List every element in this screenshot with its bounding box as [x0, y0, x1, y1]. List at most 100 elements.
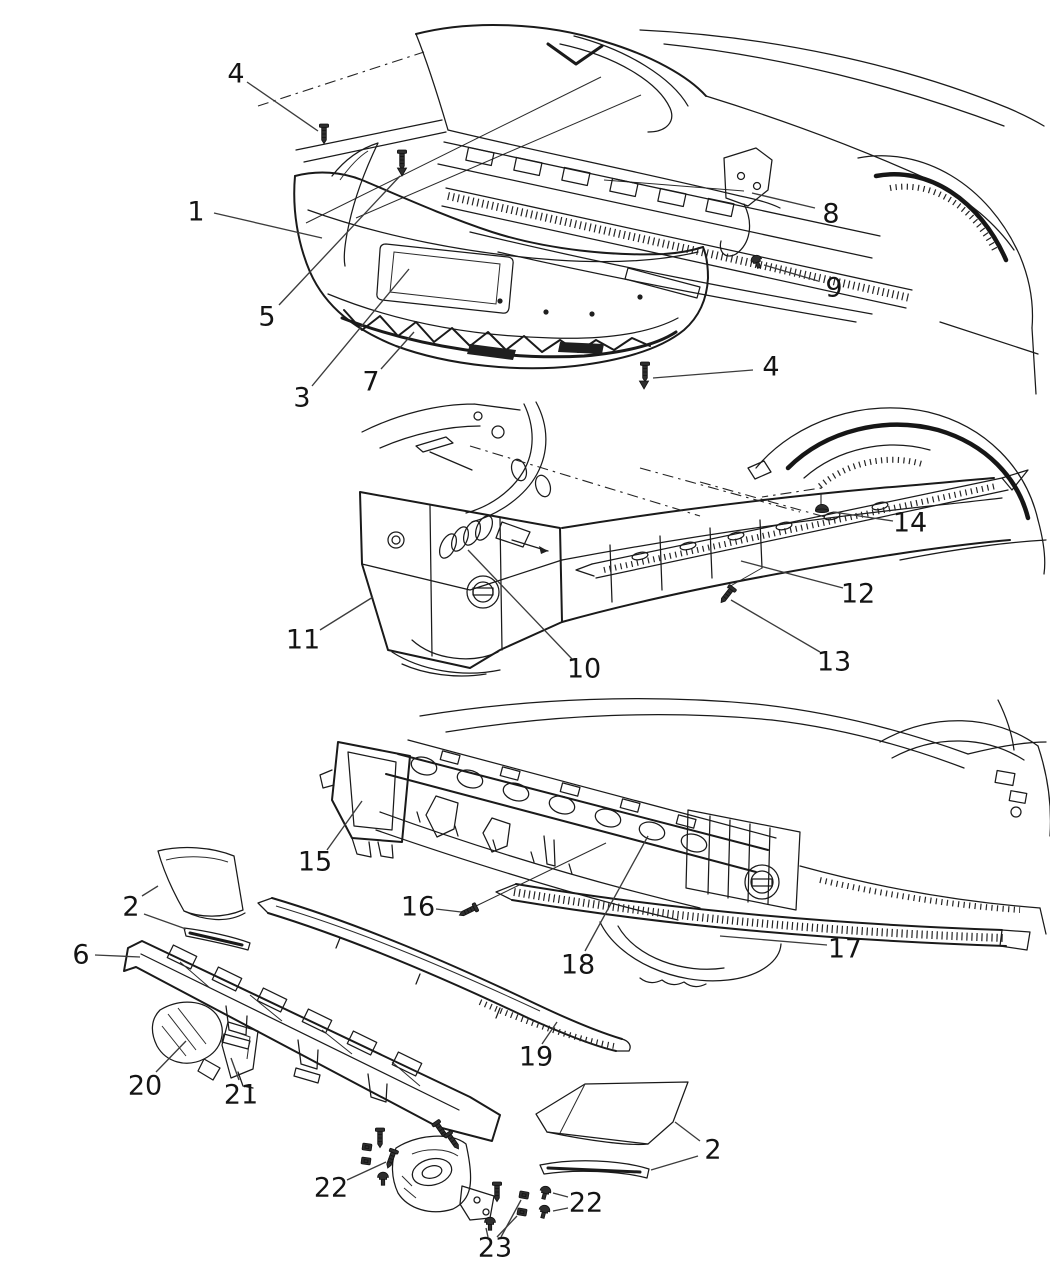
- callout-leader-line: [94, 954, 141, 958]
- callout-leader-line: [246, 81, 319, 132]
- callout-2b: 2: [650, 1121, 722, 1171]
- callout-21: 21: [224, 1057, 258, 1111]
- frame-rail: [561, 477, 1011, 623]
- callout-number: 15: [298, 847, 332, 878]
- callout-number: 23: [478, 1233, 512, 1264]
- callout-number: 5: [258, 302, 275, 333]
- screw-fastener-icon: [396, 149, 408, 171]
- callout-leader-line: [763, 264, 819, 282]
- callout-6: 6: [72, 940, 141, 971]
- left-end-bracket: [319, 741, 411, 859]
- taillamp-bracket: [719, 147, 773, 257]
- callout-16: 16: [401, 892, 462, 923]
- callout-leader-line: [155, 1040, 187, 1073]
- callout-leader-line: [740, 560, 844, 589]
- callout-leader-line: [435, 908, 462, 913]
- screw-fastener-icon: [639, 361, 651, 383]
- callout-10: 10: [467, 549, 601, 685]
- callout-11: 11: [286, 596, 374, 656]
- callout-9: 9: [763, 264, 843, 304]
- callout-leader-line: [541, 1021, 558, 1045]
- part-19-reinforcement-beam: [257, 897, 631, 1052]
- pin-fastener-icon: [537, 1184, 553, 1201]
- callout-leader-line: [650, 1155, 699, 1171]
- trunk-aperture: [257, 23, 781, 224]
- clip-fastener-icon: [516, 1207, 528, 1217]
- callout-number: 6: [72, 940, 89, 971]
- callout-7: 7: [362, 331, 415, 398]
- callout-number: 19: [519, 1042, 553, 1073]
- callout-leader-line: [652, 369, 754, 379]
- part-21-bracket: [221, 1021, 259, 1089]
- harness-bellows: [438, 515, 549, 559]
- part-2-strip-right: [539, 1160, 650, 1179]
- callout-leader-line: [832, 511, 894, 522]
- spare-well: [599, 921, 782, 988]
- quarter-panel-right: [639, 29, 1045, 395]
- taillamp-panel-holes: [385, 739, 777, 873]
- callout-2a: 2: [122, 885, 187, 930]
- callout-14: 14: [832, 508, 927, 539]
- callout-leader-line: [230, 1057, 240, 1081]
- callout-number: 2: [122, 892, 139, 923]
- bumper-fascia: [293, 142, 709, 370]
- part-exhaust-housing: [391, 1135, 495, 1221]
- part-6-impact-absorber: [123, 940, 501, 1142]
- lower-sill-rail: [495, 865, 1047, 951]
- screw-fastener-icon: [318, 123, 330, 145]
- sill-molding-rail: [575, 469, 1029, 579]
- clip-fastener-icon: [518, 1190, 530, 1200]
- callout-number: 3: [293, 383, 310, 414]
- part-2-pad-right: [535, 1081, 689, 1146]
- callout-18: 18: [561, 835, 649, 981]
- screw-fastener-icon: [456, 901, 480, 920]
- callout-4b: 4: [652, 352, 780, 383]
- callout-5: 5: [258, 175, 401, 333]
- callout-22b: 22: [552, 1188, 603, 1219]
- clip-fastener-icon: [360, 1156, 372, 1166]
- callout-number: 10: [567, 654, 601, 685]
- callout-number: 1: [187, 197, 204, 228]
- callout-13: 13: [730, 599, 851, 678]
- screw-fastener-icon: [374, 1127, 386, 1149]
- pin-fastener-icon: [536, 1203, 552, 1220]
- callout-number: 11: [286, 625, 320, 656]
- callout-leader-line: [674, 1121, 701, 1142]
- view-rear-with-fascia: [257, 23, 1045, 395]
- callout-8: 8: [751, 192, 840, 230]
- callout-12: 12: [740, 560, 875, 610]
- callout-leader-line: [584, 835, 649, 952]
- arrow-fastener-icon: [396, 167, 408, 177]
- callout-19: 19: [519, 1021, 558, 1073]
- clip-fastener-icon: [361, 1142, 373, 1152]
- callout-leader-line: [346, 1161, 387, 1181]
- callout-leader-line: [500, 1199, 522, 1238]
- crossmember-lower: [375, 795, 701, 921]
- part-2-pad-left: [157, 847, 246, 921]
- callout-leader-line: [552, 1207, 569, 1212]
- callout-number: 16: [401, 892, 435, 923]
- deck-fragment: [361, 401, 552, 523]
- callout-number: 21: [224, 1080, 258, 1111]
- part-2-strip-left: [183, 927, 251, 951]
- view-body-structure: [319, 698, 1050, 988]
- callout-number: 22: [314, 1173, 348, 1204]
- callout-leader-line: [143, 913, 187, 930]
- callout-leader-line: [467, 549, 573, 660]
- view-underbody: [359, 401, 1047, 677]
- callout-number: 13: [817, 647, 851, 678]
- callout-number: 14: [893, 508, 927, 539]
- callout-number: 9: [825, 273, 842, 304]
- frame-rail-end-box: [359, 491, 563, 677]
- callout-number: 8: [822, 199, 839, 230]
- callout-leader-line: [730, 599, 821, 653]
- callout-22a: 22: [314, 1161, 387, 1204]
- pin-fastener-icon: [377, 1171, 389, 1186]
- callout-leader-line: [311, 268, 410, 387]
- callout-number: 7: [362, 367, 379, 398]
- alignment-centerlines: [469, 445, 837, 589]
- callout-leader-line: [326, 800, 363, 851]
- upper-body-fragment: [419, 698, 1050, 837]
- taillamp-panel-hatched: [441, 187, 913, 323]
